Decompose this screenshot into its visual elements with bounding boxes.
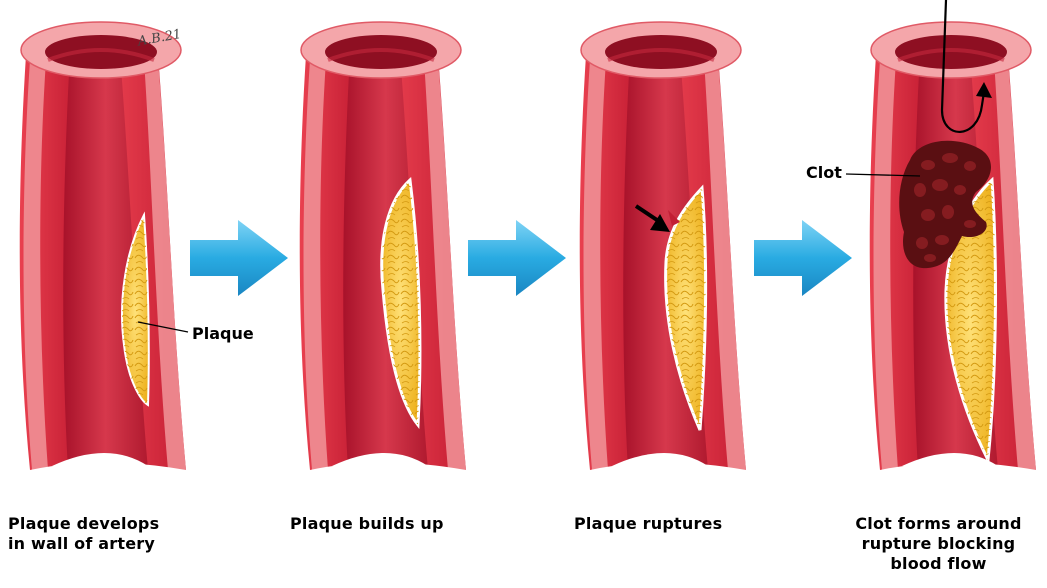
clot-label-text: Clot bbox=[806, 163, 842, 182]
stage-3-caption: Plaque ruptures bbox=[574, 514, 722, 534]
artery-stage-2 bbox=[300, 22, 466, 478]
stage-1-caption: Plaque develops in wall of artery bbox=[8, 514, 159, 554]
artery-stage-4 bbox=[870, 0, 1036, 478]
stage-2-caption: Plaque builds up bbox=[290, 514, 444, 534]
stage-3-caption-line-1: Plaque ruptures bbox=[574, 514, 722, 534]
flow-arrow-1 bbox=[190, 220, 288, 296]
stage-2-caption-line-1: Plaque builds up bbox=[290, 514, 444, 534]
stage-4-caption-line-2: rupture blocking bbox=[836, 534, 1041, 554]
stage-4-caption-line-1: Clot forms around bbox=[836, 514, 1041, 534]
flow-arrow-3 bbox=[754, 220, 852, 296]
stage-4-caption: Clot forms around rupture blocking blood… bbox=[836, 514, 1041, 574]
stage-1-caption-line-1: Plaque develops bbox=[8, 514, 159, 534]
stage-1-caption-line-2: in wall of artery bbox=[8, 534, 159, 554]
artery-stage-3 bbox=[580, 22, 746, 478]
flow-arrow-2 bbox=[468, 220, 566, 296]
plaque-label-text: Plaque bbox=[192, 324, 254, 343]
stage-4-caption-line-3: blood flow bbox=[836, 554, 1041, 574]
artery-stage-1: A.B.21 bbox=[20, 22, 186, 478]
